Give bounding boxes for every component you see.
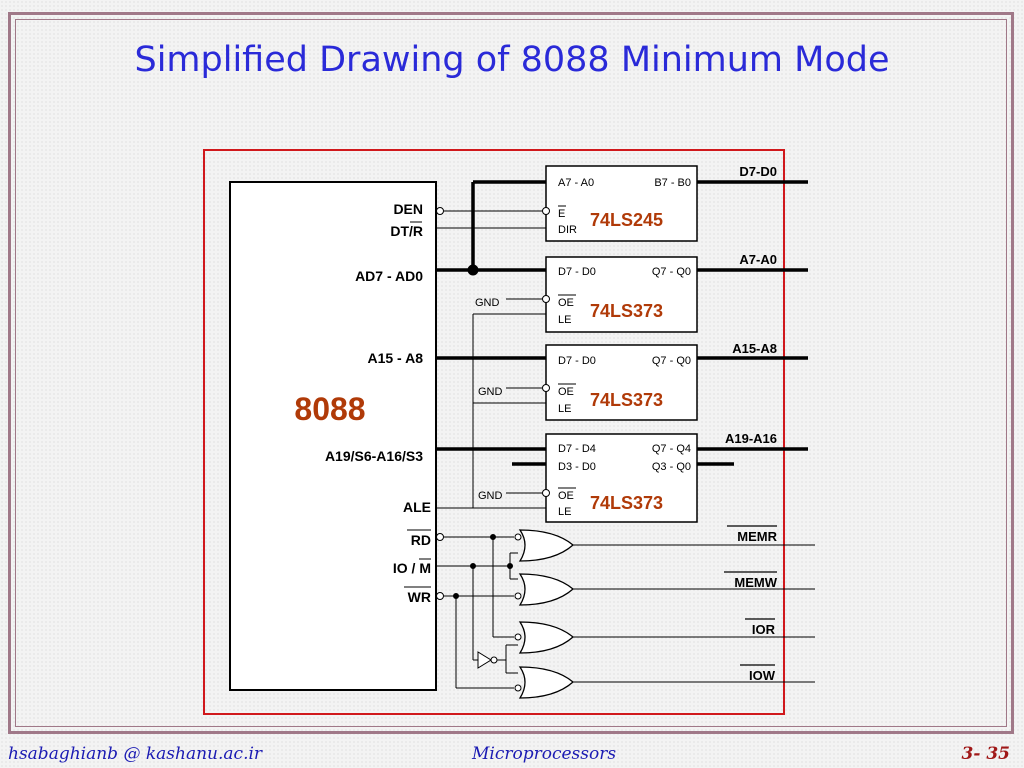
chip-245-left: A7 - A0 [558,177,594,189]
pin-den: DEN [393,201,423,217]
output-memw: MEMW [734,575,777,590]
pin-ad: AD7 - AD0 [355,268,423,284]
chip-245-name: 74LS245 [590,210,663,230]
pin-ale: ALE [403,499,431,515]
output-iow: IOW [749,668,776,683]
chip-74ls373-a: D7 - D0 Q7 - Q0 OE LE 74LS373 [545,256,698,333]
or-gate-memr [518,529,574,562]
or-gate-iow [518,666,574,699]
pin-a19: A19/S6-A16/S3 [325,448,423,464]
gnd-label-3: GND [478,490,503,502]
svg-text:Q7 - Q0: Q7 - Q0 [652,355,691,367]
chip-373b-name: 74LS373 [590,390,663,410]
output-ior: IOR [752,622,776,637]
bus-label-a15-a8: A15-A8 [732,341,777,356]
chip-74ls373-c: D7 - D4 D3 - D0 Q7 - Q4 Q3 - Q0 OE LE 74… [545,433,698,523]
svg-text:LE: LE [558,314,571,326]
svg-text:Q3 - Q0: Q3 - Q0 [652,461,691,473]
svg-text:OE: OE [558,386,574,398]
svg-text:Q7 - Q4: Q7 - Q4 [652,443,691,455]
svg-text:D7 - D4: D7 - D4 [558,443,596,455]
svg-text:D7 - D0: D7 - D0 [558,266,596,278]
svg-text:D7 - D0: D7 - D0 [558,355,596,367]
cpu-name: 8088 [294,391,365,427]
gnd-label-1: GND [475,297,500,309]
pin-wr: WR [408,589,431,605]
bus-label-d7-d0: D7-D0 [739,164,777,179]
svg-text:D3 - D0: D3 - D0 [558,461,596,473]
svg-text:LE: LE [558,403,571,415]
bus-label-a7-a0: A7-A0 [739,252,777,267]
slide-title: Simplified Drawing of 8088 Minimum Mode [134,40,890,80]
chip-74ls373-b: D7 - D0 Q7 - Q0 OE LE 74LS373 [545,344,698,421]
footer-course: Microprocessors [472,744,617,764]
or-gate-memw [518,573,574,606]
footer-page-number: 3- 35 [961,744,1010,764]
chip-373a-name: 74LS373 [590,301,663,321]
pin-a15: A15 - A8 [367,350,423,366]
footer-email: hsabaghianb @ kashanu.ac.ir [8,744,263,764]
chip-245-dir: DIR [558,224,577,236]
svg-text:Q7 - Q0: Q7 - Q0 [652,266,691,278]
pin-iom: IO / M [393,560,431,576]
slide-border-inner [15,19,1007,727]
pin-rd: RD [411,532,431,548]
chip-245-right: B7 - B0 [654,177,691,189]
cpu-8088-block [229,181,437,691]
slide-border-outer [8,12,1014,734]
pin-dtr: DT/R [390,223,423,239]
output-memr: MEMR [737,529,777,544]
bus-label-a19-a16: A19-A16 [725,431,777,446]
gnd-label-2: GND [478,386,503,398]
svg-text:OE: OE [558,490,574,502]
chip-74ls245: A7 - A0 B7 - B0 E DIR 74LS245 [545,165,698,242]
svg-text:OE: OE [558,297,574,309]
or-gate-ior [518,621,574,654]
diagram-frame [203,149,785,715]
wiring [436,180,815,692]
svg-text:LE: LE [558,506,571,518]
chip-245-e: E [558,208,565,220]
chip-373c-name: 74LS373 [590,493,663,513]
